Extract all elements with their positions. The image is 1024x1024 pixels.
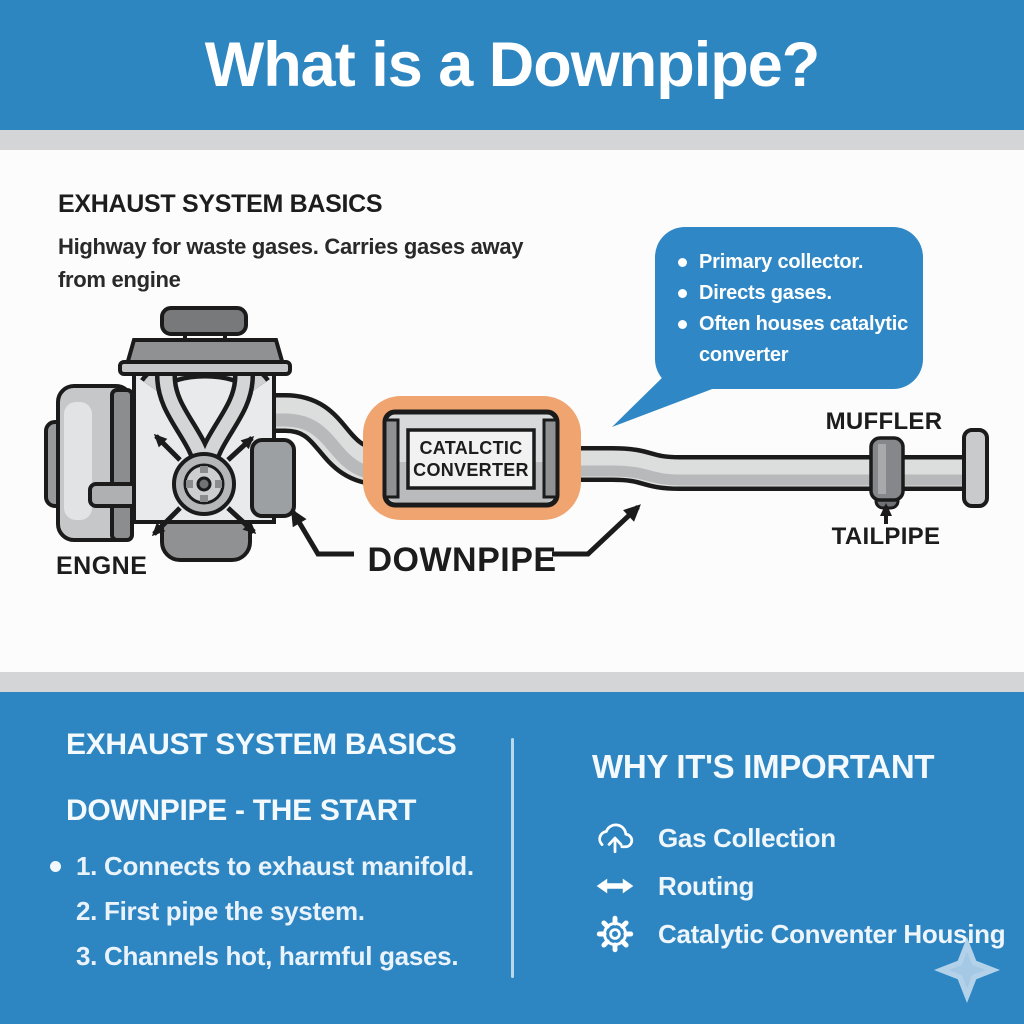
- engine-label: ENGNE: [56, 552, 147, 580]
- bubble-item: Often houses catalytic converter: [673, 309, 909, 371]
- muffler-label: MUFFLER: [826, 408, 943, 435]
- intro-heading: EXHAUST SYSTEM BASICS: [58, 190, 383, 218]
- divider-band-bottom: [0, 672, 1024, 692]
- why-item-gas-collection: Gas Collection: [592, 816, 1005, 860]
- cat-converter-label-line2: CONVERTER: [413, 460, 529, 480]
- intro-line2: from engine: [58, 267, 181, 292]
- page-title: What is a Downpipe?: [204, 30, 821, 100]
- why-important-heading: WHY IT'S IMPORTANT: [592, 748, 935, 785]
- downpipe-start-column: EXHAUST SYSTEM BASICS DOWNPIPE - THE STA…: [50, 728, 474, 979]
- why-item-label: Catalytic Conventer Housing: [658, 918, 1006, 949]
- cloud-upload-icon: [592, 816, 638, 860]
- bubble-item: Directs gases.: [673, 278, 909, 309]
- tailpipe-label: TAILPIPE: [832, 523, 941, 550]
- divider-band-top: [0, 130, 1024, 150]
- pipe-end-flange: [962, 428, 989, 508]
- downpipe-steps-list: 1. Connects to exhaust manifold. 2. Firs…: [50, 844, 474, 979]
- details-section: EXHAUST SYSTEM BASICS DOWNPIPE - THE STA…: [0, 692, 1024, 1024]
- bubble-item: Primary collector.: [673, 247, 909, 278]
- why-item-label: Gas Collection: [658, 822, 836, 853]
- step-item: 1. Connects to exhaust manifold.: [50, 844, 474, 889]
- catalytic-converter: CATALCTIC CONVERTER: [363, 396, 581, 520]
- muffler: [869, 436, 905, 510]
- header: What is a Downpipe?: [0, 0, 1024, 130]
- bottom-left-heading: EXHAUST SYSTEM BASICS: [66, 728, 457, 761]
- step-item: 3. Channels hot, harmful gases.: [76, 941, 459, 971]
- why-important-column: WHY IT'S IMPORTANT Gas Collection: [592, 748, 1006, 960]
- cat-converter-label-line1: CATALCTIC: [419, 438, 522, 458]
- exhaust-pipe-rear: [550, 446, 976, 491]
- diagram-section: CATALCTIC CONVERTER ENGNE DOWNPIPE MUFFL…: [0, 150, 1024, 672]
- downpipe-label: DOWNPIPE: [367, 541, 556, 579]
- intro-block: EXHAUST SYSTEM BASICS Highway for waste …: [58, 190, 524, 296]
- why-item-routing: Routing: [592, 864, 1005, 908]
- exhaust-diagram: CATALCTIC CONVERTER ENGNE DOWNPIPE MUFFL…: [44, 306, 989, 580]
- why-item-cat-housing: Catalytic Conventer Housing: [592, 912, 1006, 956]
- intro-line1: Highway for waste gases. Carries gases a…: [58, 234, 524, 259]
- sparkle-icon: [934, 937, 1000, 1008]
- double-arrow-icon: [592, 864, 638, 908]
- engine-illustration: [44, 306, 296, 562]
- column-divider: [511, 738, 514, 978]
- downpipe-arrows: [290, 504, 641, 557]
- step-item: 2. First pipe the system.: [76, 896, 365, 926]
- speech-bubble: Primary collector. Directs gases. Often …: [655, 227, 923, 389]
- speech-bubble-list: Primary collector. Directs gases. Often …: [673, 247, 909, 371]
- gear-icon: [592, 912, 638, 956]
- bottom-left-subheading: DOWNPIPE - THE START: [66, 794, 417, 827]
- why-item-label: Routing: [658, 870, 755, 901]
